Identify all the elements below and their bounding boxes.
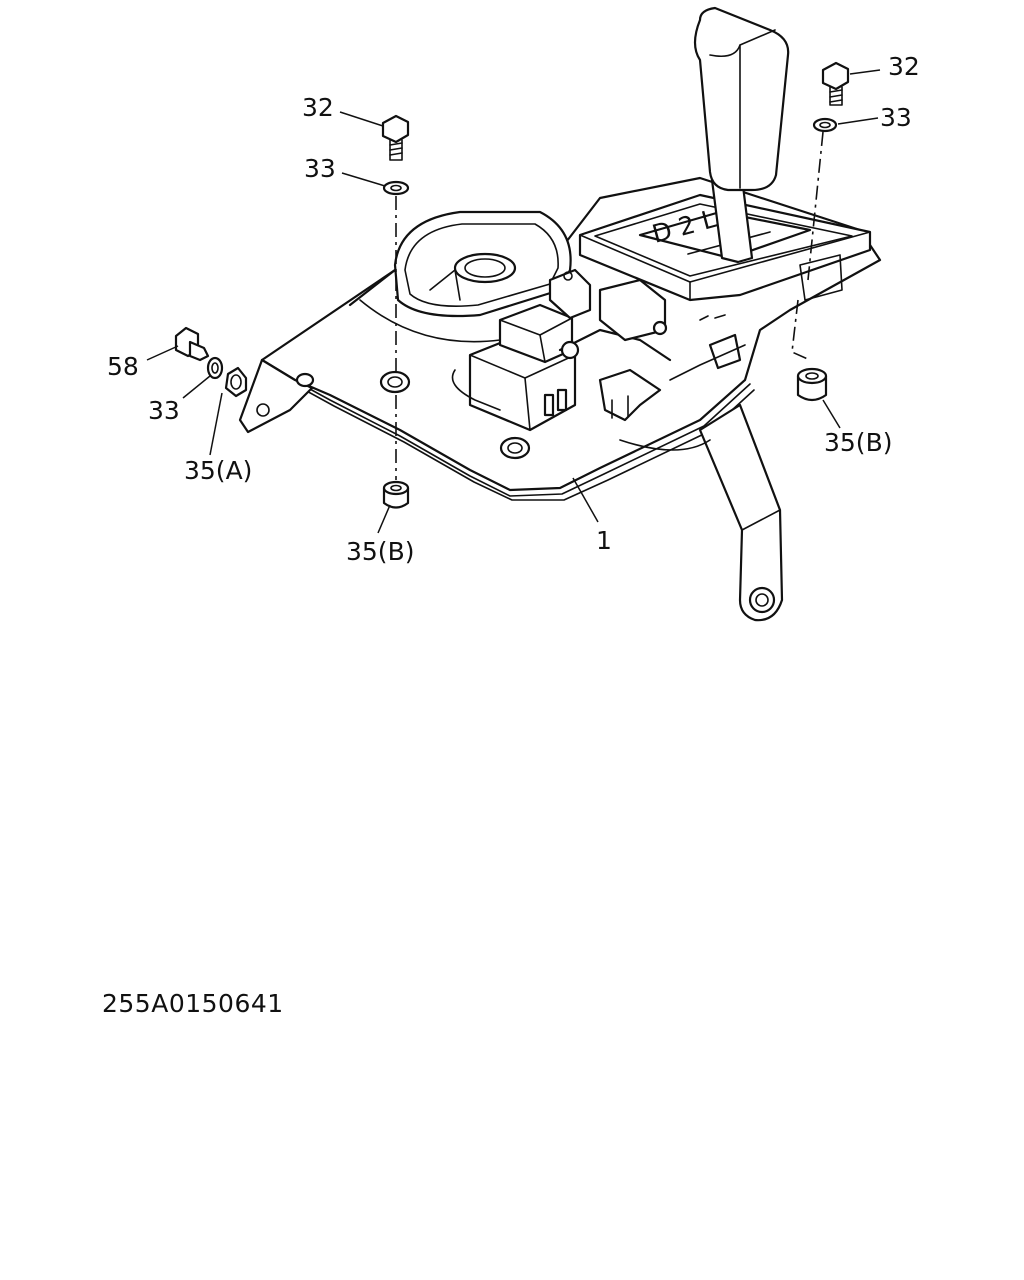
drawing-code: 255A0150641 <box>102 989 284 1018</box>
label-bushing-a: 35(A) <box>184 456 252 485</box>
label-washer-left: 33 <box>304 154 336 183</box>
label-bracket: 1 <box>596 526 612 555</box>
washer-left <box>382 180 410 196</box>
label-screw-side: 58 <box>107 352 139 381</box>
screw-side <box>174 326 210 362</box>
label-bushing-b-bottom: 35(B) <box>346 537 414 566</box>
bushing-b-right <box>796 367 828 402</box>
centerline-right <box>807 131 824 281</box>
bolt-left <box>381 114 410 161</box>
shift-lever <box>693 6 790 264</box>
label-washer-side: 33 <box>148 396 180 425</box>
bushing-a <box>224 366 248 398</box>
bushing-b-bottom <box>382 480 410 509</box>
washer-side <box>206 356 224 380</box>
label-bolt-right: 32 <box>888 52 920 81</box>
lower-arm <box>619 403 784 622</box>
bolt-right <box>821 61 850 106</box>
centerline-right-lower <box>791 299 811 361</box>
label-bushing-b-right: 35(B) <box>824 428 892 457</box>
label-bolt-left: 32 <box>302 93 334 122</box>
washer-right <box>812 117 838 133</box>
solenoid-assembly <box>451 268 746 432</box>
leader-lines <box>146 69 881 534</box>
label-washer-right: 33 <box>880 103 912 132</box>
